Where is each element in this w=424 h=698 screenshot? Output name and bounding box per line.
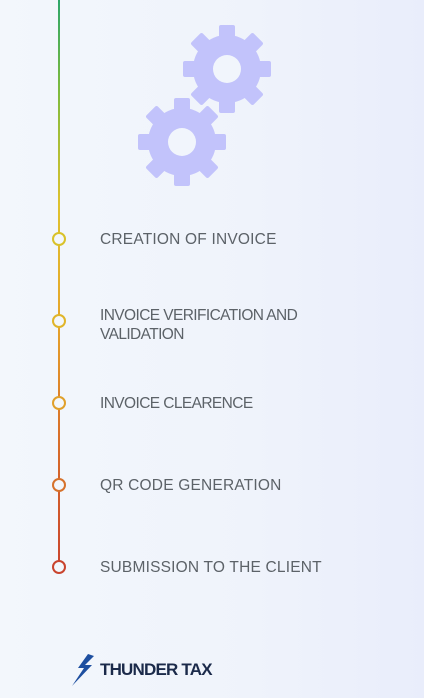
step-dot: [52, 560, 66, 574]
thunder-tax-logo: THUNDER TAX: [72, 653, 213, 687]
gears-icon: [138, 25, 271, 186]
gear-icon: [138, 98, 226, 186]
step-dot: [52, 232, 66, 246]
step-dot: [52, 478, 66, 492]
step-label: QR CODE GENERATION: [100, 477, 282, 494]
step-label: CREATION OF INVOICE: [100, 231, 277, 248]
step-dot: [52, 396, 66, 410]
step-label: INVOICE CLEARENCE: [100, 395, 253, 412]
step-label: INVOICE VERIFICATION AND VALIDATION: [100, 307, 298, 343]
lightning-bolt-icon: [72, 654, 94, 686]
step-label: SUBMISSION TO THE CLIENT: [100, 559, 322, 576]
timeline-line: [58, 0, 60, 572]
step-dot: [52, 314, 66, 328]
gear-icon: [183, 25, 271, 113]
logo-text: THUNDER TAX: [100, 660, 213, 679]
